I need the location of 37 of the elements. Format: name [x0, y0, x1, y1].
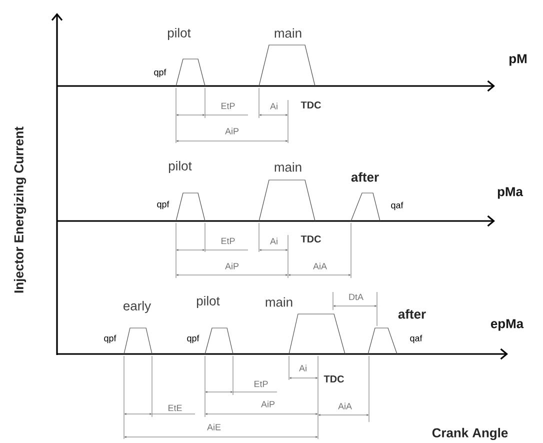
- pulse-label: main: [274, 162, 302, 172]
- dimension-label: EtE: [168, 404, 182, 412]
- mode-label: epMa: [490, 319, 524, 331]
- pulse-label: main: [274, 28, 302, 38]
- pulse-label: pilot: [168, 28, 191, 40]
- pulse-label: pilot: [168, 160, 192, 174]
- dimension-label: DtA: [349, 294, 364, 300]
- pulse-label: early: [124, 300, 152, 314]
- dimension-label: Ai: [270, 102, 278, 110]
- dimension-label: Ai: [299, 364, 306, 372]
- dimension-label: AiE: [207, 424, 221, 430]
- dimension-label: AiA: [313, 262, 327, 270]
- pulse-label: pilot: [196, 296, 220, 308]
- dimension-label: EtP: [254, 380, 268, 388]
- dimension-label: AiP: [225, 128, 239, 134]
- pulse-label: after: [398, 309, 426, 319]
- pulse-label: after: [351, 172, 379, 182]
- dimension-label: EtP: [222, 238, 235, 244]
- quantity-label: qpf: [104, 334, 116, 344]
- dimension-label: AiP: [225, 262, 239, 270]
- mode-label: pM: [510, 54, 526, 66]
- pulse-label: main: [266, 297, 292, 307]
- tdc-label: TDC: [324, 375, 344, 383]
- dimension-label: EtP: [222, 102, 235, 110]
- dimension-label: Ai: [270, 238, 278, 244]
- quantity-label: qaf: [410, 334, 422, 344]
- quantity-label: qpf: [154, 68, 166, 78]
- tdc-label: TDC: [300, 101, 321, 109]
- quantity-label: qaf: [391, 202, 404, 210]
- quantity-label: qpf: [187, 334, 200, 344]
- axis-label: Crank Angle: [432, 428, 508, 440]
- dimension-label: AiP: [261, 400, 275, 408]
- axis-label: Injector Energizing Current: [14, 126, 26, 293]
- dimension-label: AiA: [338, 402, 352, 410]
- mode-label: pMa: [498, 187, 524, 199]
- tdc-label: TDC: [300, 235, 321, 243]
- quantity-label: qpf: [157, 200, 170, 210]
